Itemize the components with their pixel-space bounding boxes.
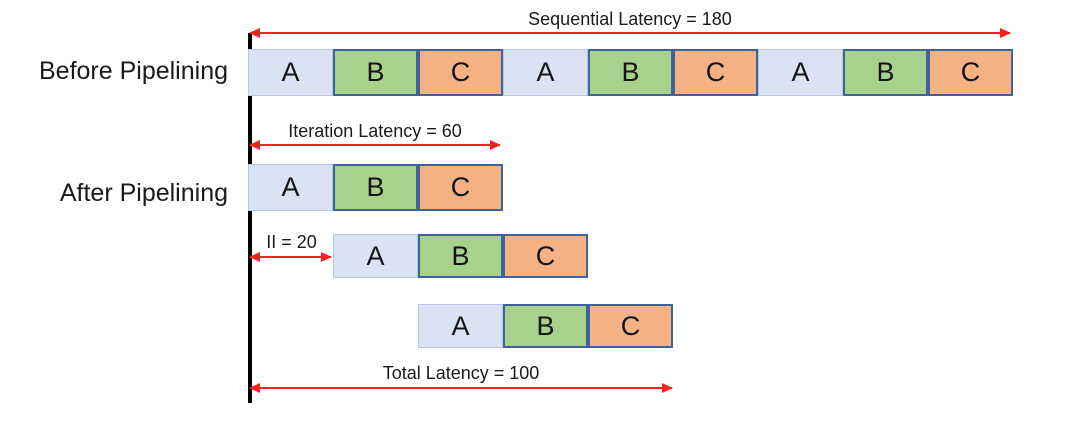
iteration-latency-arrow bbox=[249, 140, 501, 150]
stage-cell-a: A bbox=[248, 164, 333, 211]
stage-cell-a: A bbox=[248, 49, 333, 96]
total-latency-arrow bbox=[249, 383, 673, 393]
stage-cell-c: C bbox=[588, 304, 673, 348]
stage-cell-a: A bbox=[503, 49, 588, 96]
after-pipelining-label: After Pipelining bbox=[59, 179, 228, 207]
sequential-latency-label: Sequential Latency = 180 bbox=[528, 9, 732, 29]
stage-cell-a: A bbox=[758, 49, 843, 96]
stage-cell-c: C bbox=[418, 49, 503, 96]
initiation-interval-label: II = 20 bbox=[266, 232, 317, 252]
stage-cell-c: C bbox=[418, 164, 503, 211]
stage-cell-a: A bbox=[333, 234, 418, 278]
stage-cell-b: B bbox=[418, 234, 503, 278]
stage-cell-b: B bbox=[843, 49, 928, 96]
stage-cell-c: C bbox=[928, 49, 1013, 96]
before-pipelining-label: Before Pipelining bbox=[38, 57, 228, 85]
stage-cell-b: B bbox=[333, 49, 418, 96]
stage-cell-b: B bbox=[588, 49, 673, 96]
stage-cell-c: C bbox=[673, 49, 758, 96]
stage-cell-b: B bbox=[503, 304, 588, 348]
iteration-latency-label: Iteration Latency = 60 bbox=[288, 121, 462, 141]
total-latency-label: Total Latency = 100 bbox=[382, 363, 540, 383]
initiation-interval-arrow bbox=[249, 252, 332, 262]
time-axis-line bbox=[248, 33, 252, 403]
stage-cell-c: C bbox=[503, 234, 588, 278]
stage-cell-a: A bbox=[418, 304, 503, 348]
stage-cell-b: B bbox=[333, 164, 418, 211]
sequential-latency-arrow bbox=[249, 28, 1011, 38]
